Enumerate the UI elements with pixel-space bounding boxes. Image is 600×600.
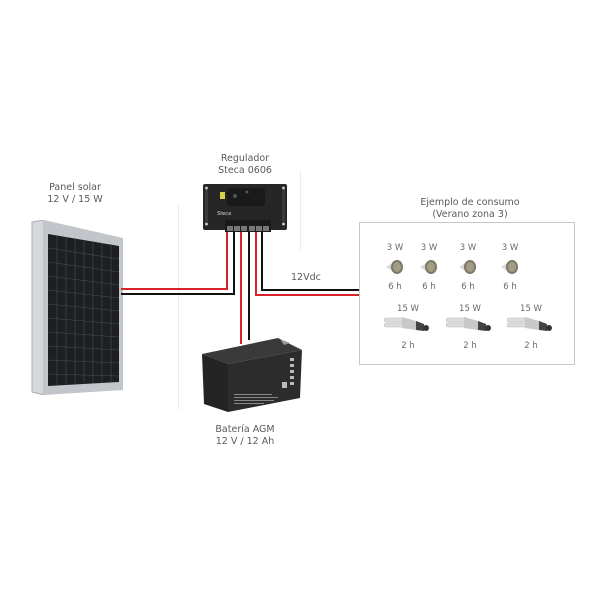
led-lamp-power: 3 W: [459, 243, 477, 253]
regulator-label: Regulador Steca 0606: [200, 153, 290, 177]
cfl-lamp-hours: 2 h: [401, 341, 415, 351]
solar-panel: [31, 220, 123, 395]
consumption-label: Ejemplo de consumo (Verano zona 3): [400, 197, 540, 221]
regulator-brand: Steca: [217, 211, 231, 217]
load-negative-wire: [261, 232, 359, 291]
battery-label-text: [234, 394, 278, 404]
battery-title: Batería AGM: [215, 424, 275, 435]
led-bulb-icon: [459, 260, 476, 274]
cfl-bulb-icon: [507, 317, 552, 331]
cfl-bulb-icon: [446, 317, 491, 331]
panel-title: Panel solar: [49, 182, 101, 193]
consumption-title: Ejemplo de consumo: [420, 197, 520, 208]
charge-regulator: Steca: [203, 184, 287, 232]
battery-label: Batería AGM 12 V / 12 Ah: [200, 424, 290, 448]
led-lamp-hours: 6 h: [461, 282, 475, 292]
panel-spec: 12 V / 15 W: [47, 194, 103, 205]
consumption-box: [359, 222, 575, 365]
cfl-lamp-hours: 2 h: [524, 341, 538, 351]
cfl-lamp-power: 15 W: [520, 304, 542, 314]
battery-spec: 12 V / 12 Ah: [215, 436, 275, 447]
led-lamp-power: 3 W: [386, 243, 404, 253]
led-lamp-hours: 6 h: [388, 282, 402, 292]
led-lamp-power: 3 W: [501, 243, 519, 253]
cfl-lamp-power: 15 W: [397, 304, 419, 314]
cfl-lamp-hours: 2 h: [463, 341, 477, 351]
led-bulb-icon: [501, 260, 518, 274]
status-led-icon: [220, 192, 225, 199]
output-voltage-label: 12Vdc: [291, 272, 321, 283]
led-lamp-power: 3 W: [420, 243, 438, 253]
consumption-subtitle: (Verano zona 3): [432, 209, 508, 220]
led-bulb-icon: [386, 260, 403, 274]
led-lamp-hours: 6 h: [422, 282, 436, 292]
battery: [202, 338, 302, 412]
regulator-title: Regulador: [220, 153, 270, 164]
cfl-bulb-icon: [384, 317, 429, 331]
guide-line-right: [300, 170, 301, 250]
regulator-model: Steca 0606: [218, 165, 272, 176]
guide-line-left: [178, 205, 179, 410]
battery-side-markings: [282, 358, 294, 388]
led-lamp-hours: 6 h: [503, 282, 517, 292]
solar-cells: [47, 235, 120, 385]
led-bulb-icon: [420, 260, 437, 274]
panel-label: Panel solar 12 V / 15 W: [30, 182, 120, 206]
panel-positive-wire: [121, 232, 228, 290]
panel-negative-wire: [121, 232, 235, 295]
load-positive-wire: [255, 232, 359, 296]
cfl-lamp-power: 15 W: [459, 304, 481, 314]
